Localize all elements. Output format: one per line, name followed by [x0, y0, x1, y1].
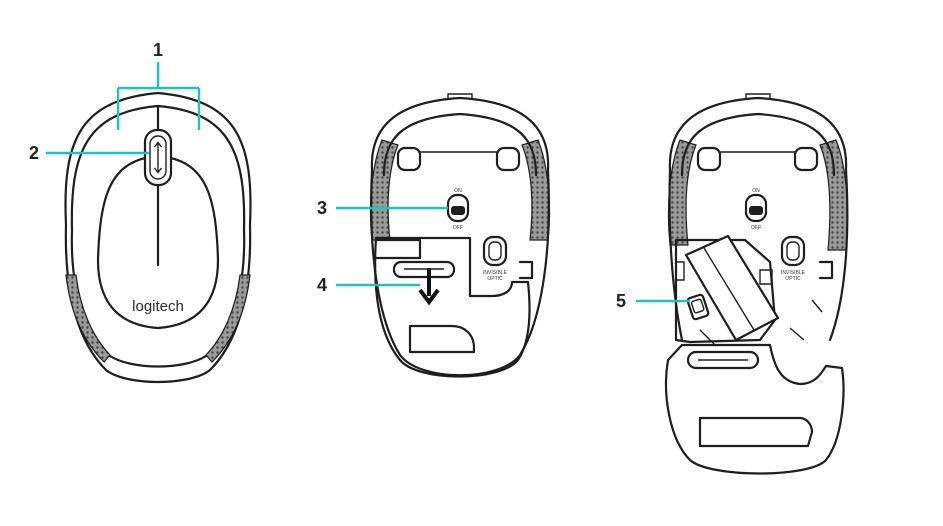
sensor-label-1: INVISIBLE	[483, 270, 508, 276]
callout-5-number: 5	[616, 291, 626, 311]
callout-1-number: 1	[153, 40, 163, 60]
callout-3-number: 3	[317, 198, 327, 218]
side-grip-left-2	[667, 139, 697, 246]
optical-sensor: INVISIBLE OPTIC	[482, 235, 508, 282]
battery-door-open	[665, 343, 845, 475]
mouse-bottom-view-open: ON OFF INVISIBLE OPTIC	[665, 93, 849, 475]
sensor-label-1-b: INVISIBLE	[781, 270, 806, 276]
switch-off-label-2: OFF	[751, 225, 761, 231]
callout-3: 3	[317, 198, 448, 218]
right-grip	[205, 274, 251, 363]
sensor-label-2-b: OPTIC	[785, 276, 801, 282]
scroll-wheel	[143, 128, 173, 187]
mouse-feet-top-2	[696, 146, 819, 172]
side-grip-right-2	[819, 139, 849, 251]
callout-4: 4	[317, 275, 420, 295]
switch-on-label: ON	[454, 188, 462, 194]
optical-sensor-2: INVISIBLE OPTIC	[780, 235, 806, 282]
switch-off-label: OFF	[453, 225, 463, 231]
callout-5: 5	[616, 291, 690, 311]
mouse-top-view: logitech	[64, 91, 252, 384]
battery-compartment	[674, 234, 834, 347]
usb-receiver	[686, 293, 710, 321]
sensor-label-2: OPTIC	[487, 276, 503, 282]
left-grip	[65, 274, 111, 363]
mouse-bottom-view-closed: ON OFF INVISIBLE OPTIC	[369, 93, 551, 378]
callout-1: 1	[116, 40, 201, 130]
side-grip-right	[521, 139, 551, 241]
callout-2: 2	[29, 143, 149, 163]
callout-2-number: 2	[29, 143, 39, 163]
power-switch: ON OFF	[446, 188, 470, 231]
callout-4-number: 4	[317, 275, 327, 295]
battery-door-closed	[374, 236, 531, 378]
push-arrow	[418, 268, 440, 306]
mouse-feet-top	[396, 146, 521, 172]
power-switch-2: ON OFF	[744, 188, 768, 231]
switch-on-label-2: ON	[752, 188, 760, 194]
brand-logo: logitech	[132, 298, 184, 315]
side-grip-left	[369, 139, 399, 241]
